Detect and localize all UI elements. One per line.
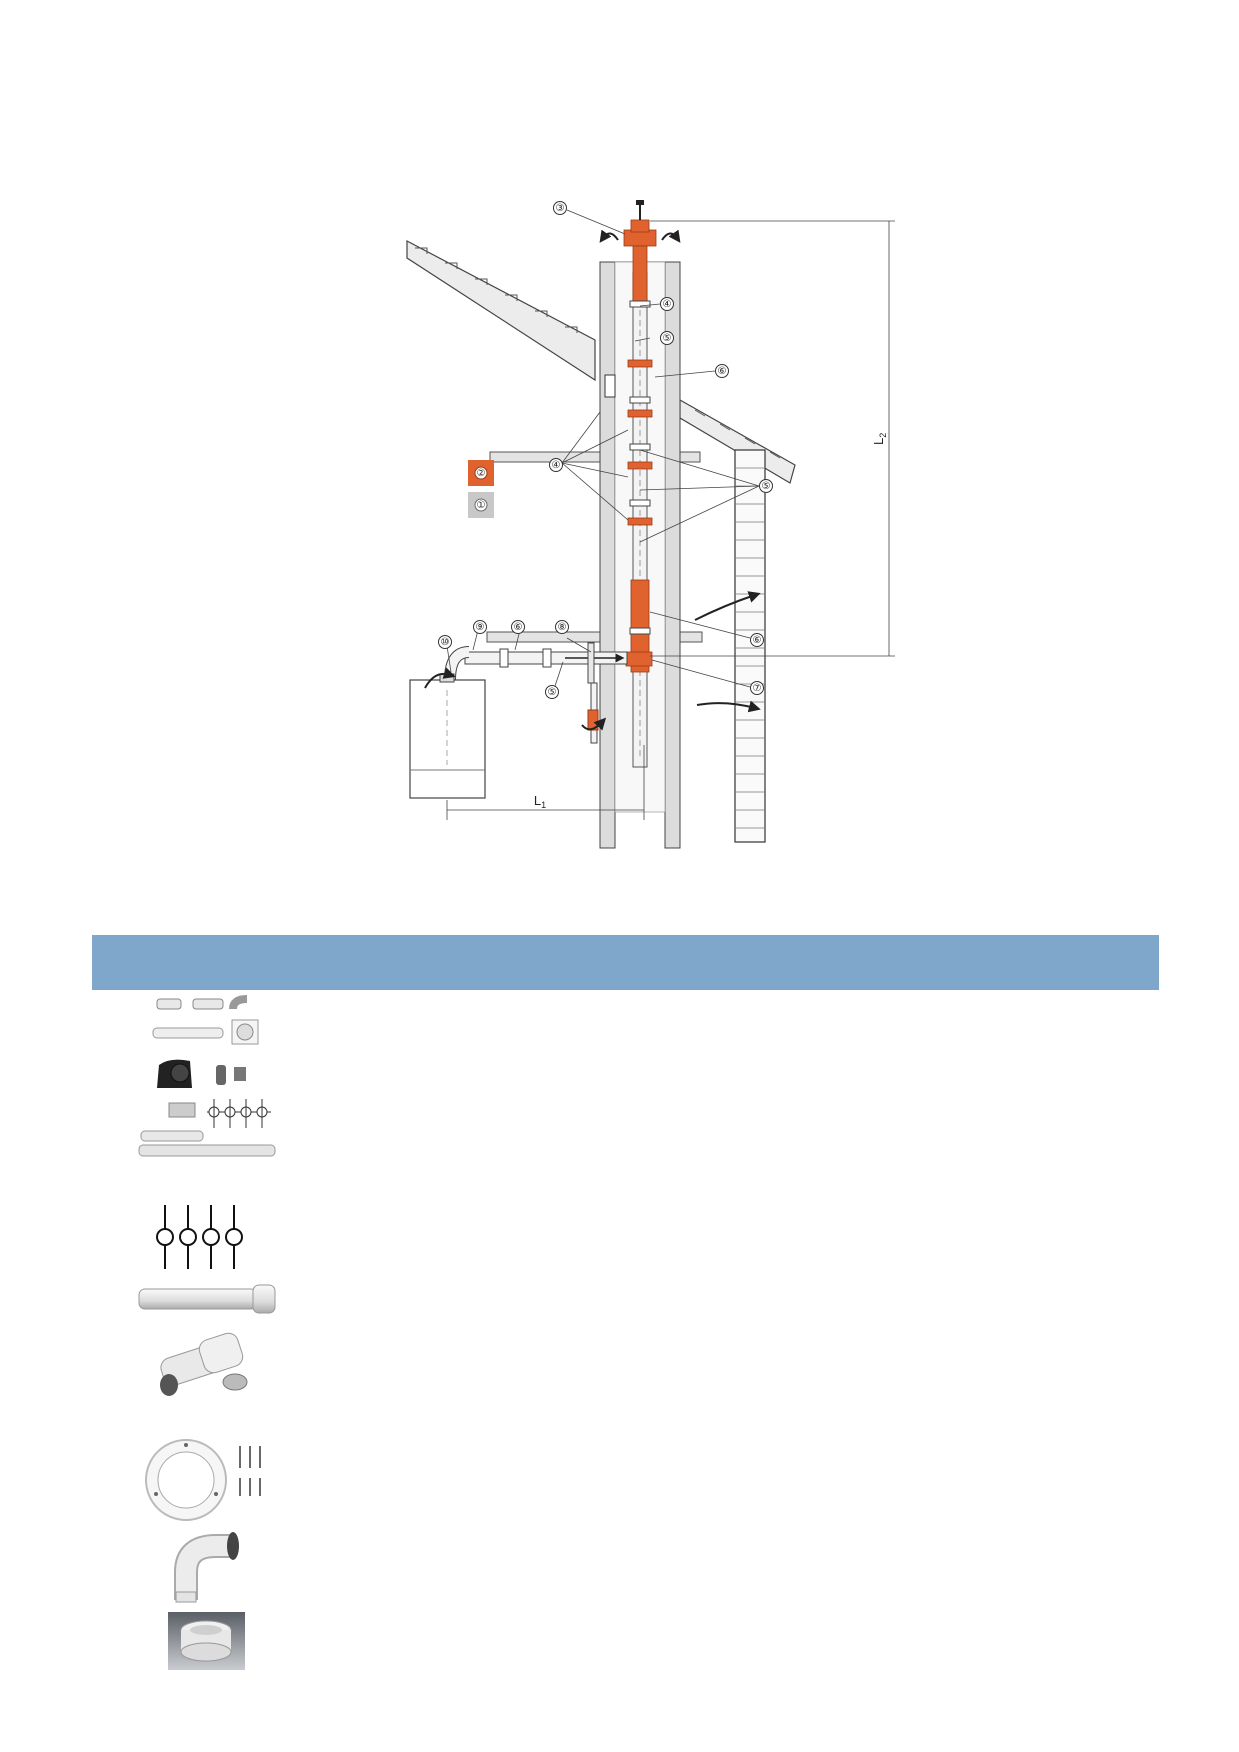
- floor-slab-upper: [489, 451, 701, 463]
- callout-3: ③: [553, 201, 567, 215]
- callouts: ③ ④ ⑤ ⑥ ④ ⑤ ⑥ ⑦ ⑧ ⑥ ⑨ ⑩ ⑤: [438, 201, 773, 699]
- dimension-l2: L2: [650, 220, 895, 657]
- svg-text:⑥: ⑥: [514, 622, 523, 633]
- callout-9: ⑨: [473, 620, 487, 634]
- callout-6-top: ⑥: [715, 364, 729, 378]
- dimension-l1: L1: [446, 745, 645, 820]
- elbow-87-image: [170, 1530, 245, 1605]
- callout-7: ⑦: [750, 681, 764, 695]
- svg-text:⑧: ⑧: [558, 622, 567, 633]
- svg-text:⑥: ⑥: [753, 635, 762, 646]
- svg-text:L2: L2: [871, 433, 888, 445]
- roof-left: [406, 240, 596, 382]
- extension-pipe-image: [135, 1283, 280, 1315]
- wall-rosette-image: [142, 1438, 272, 1523]
- flue-installation-diagram: ③ ④ ⑤ ⑥ ④ ⑤ ⑥ ⑦ ⑧ ⑥ ⑨ ⑩ ⑤ ② ① L2: [395, 199, 915, 920]
- callout-8: ⑧: [555, 620, 569, 634]
- orange-components: [623, 219, 657, 673]
- svg-text:⑩: ⑩: [441, 637, 450, 648]
- boiler: [409, 673, 486, 799]
- section-header-bar: [92, 935, 1159, 990]
- callout-10: ⑩: [438, 635, 452, 649]
- svg-text:⑨: ⑨: [476, 622, 485, 633]
- air-flow-arrows: [424, 229, 761, 731]
- condensate-drain: [587, 682, 599, 744]
- legend-orange: ②: [468, 460, 494, 486]
- inspection-tee-image: [155, 1330, 265, 1405]
- svg-text:⑤: ⑤: [663, 333, 672, 344]
- spacer-clips-image: [150, 1203, 250, 1273]
- legend-grey: ①: [468, 492, 494, 518]
- svg-text:④: ④: [552, 460, 561, 471]
- svg-text:④: ④: [663, 299, 672, 310]
- callout-4-mid: ④: [549, 458, 563, 472]
- callout-4-top: ④: [660, 297, 674, 311]
- svg-text:⑥: ⑥: [718, 366, 727, 377]
- boiler-adapter-image: [168, 1612, 245, 1670]
- callout-5-mid: ⑤: [759, 479, 773, 493]
- callout-5-low: ⑤: [545, 685, 559, 699]
- svg-text:①: ①: [477, 500, 486, 511]
- floor-slab-lower: [486, 631, 703, 643]
- svg-text:⑦: ⑦: [753, 683, 762, 694]
- leader-lines: [446, 209, 760, 688]
- callout-5-top: ⑤: [660, 331, 674, 345]
- svg-text:⑤: ⑤: [548, 687, 557, 698]
- inspection-door: [604, 374, 616, 398]
- terminal-cap: [636, 199, 644, 220]
- flue-kit-set-image: [135, 995, 280, 1165]
- chimney-shaft: [599, 261, 681, 849]
- callout-6-low: ⑥: [750, 633, 764, 647]
- svg-text:③: ③: [556, 203, 565, 214]
- svg-text:L1: L1: [534, 793, 546, 810]
- callout-6-conn: ⑥: [511, 620, 525, 634]
- svg-text:②: ②: [477, 468, 486, 479]
- svg-text:⑤: ⑤: [762, 481, 771, 492]
